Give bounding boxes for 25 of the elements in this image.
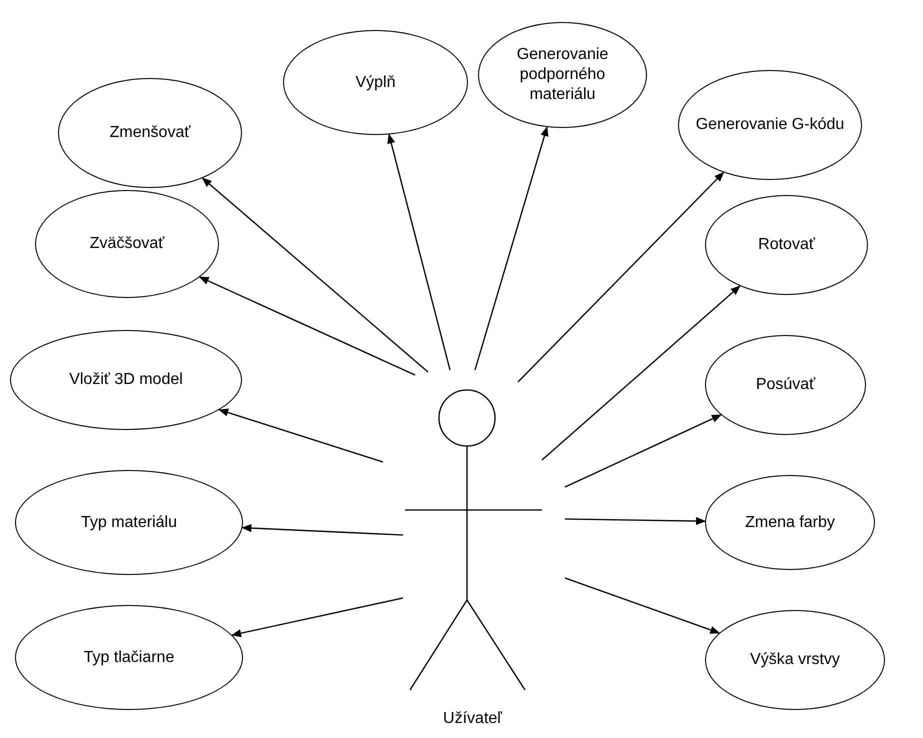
- use-case-ellipse: Zväčšovať: [35, 190, 219, 298]
- arrow: [387, 133, 451, 370]
- arrow: [542, 285, 741, 460]
- use-case-ellipse: Posúvať: [705, 335, 866, 435]
- use-case-ellipse: Rotovať: [705, 195, 868, 295]
- use-case-ellipse: Typ tlačiarne: [15, 605, 243, 710]
- use-case-ellipse: Zmena farby: [705, 475, 875, 570]
- arrow: [564, 517, 706, 526]
- use-case-ellipse: Generovanie podporného materiálu: [478, 22, 647, 128]
- use-case-ellipse: Výplň: [283, 30, 468, 135]
- use-case-ellipse: Generovanie G-kódu: [678, 70, 862, 180]
- arrow: [231, 597, 404, 638]
- use-case-ellipse: Typ materiálu: [15, 470, 243, 575]
- use-case-ellipse: Zmenšovať: [58, 78, 242, 188]
- arrow: [218, 408, 384, 463]
- arrow: [474, 126, 548, 370]
- arrow: [564, 577, 720, 634]
- arrow: [564, 414, 722, 488]
- use-case-ellipse: Vložiť 3D model: [10, 330, 242, 430]
- arrow: [518, 172, 724, 382]
- use-case-ellipse: Výška vrstvy: [705, 610, 885, 710]
- arrow: [202, 178, 428, 372]
- arrow: [198, 276, 416, 376]
- actor-label: Užívateľ: [442, 710, 503, 728]
- arrow: [241, 524, 404, 536]
